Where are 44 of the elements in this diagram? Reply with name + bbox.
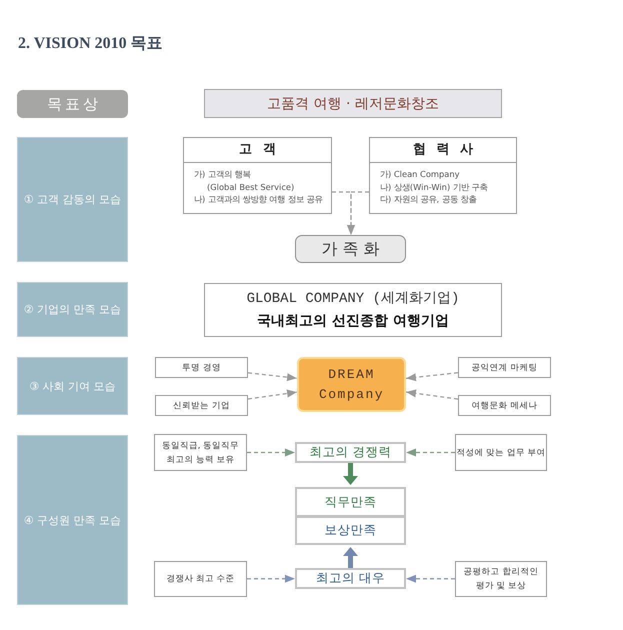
list-box [183,137,332,214]
text-box: 동일직급, 동일직무 최고의 능력 보유 [154,434,247,471]
box-text: 국내최고의 선진종합 여행기업 [257,312,449,331]
box-heading: 고 객 [184,138,331,163]
list-item: 가) Clean Company [380,168,461,180]
list-item: 가) 고객의 행복 (Global Best Service) [194,168,296,193]
block-arrow [343,547,358,568]
row-label-panel: ③ 사회 기여 모습 [17,357,128,415]
list-item: 다) 자원의 공유, 공동 창출 [380,193,478,206]
result-box: 최고의 경쟁력 [295,442,406,463]
arrow [406,574,455,583]
statement-box [204,283,502,337]
arrow [406,448,455,456]
arrow [406,389,458,400]
text-box: 적성에 맞는 업무 부여 [455,434,547,471]
header-tab: 목표상 [17,90,128,118]
rounded-box: 가족화 [295,235,406,263]
text-box: 여행문화 메세나 [458,395,551,416]
arrow [248,372,298,382]
text-box: 경쟁사 최고 수준 [154,561,247,597]
arrow [347,191,369,235]
block-arrow [343,463,358,485]
arrow [248,390,298,400]
row-label-panel: ① 고객 감동의 모습 [17,137,128,262]
arrow [247,574,295,583]
result-box: 직무만족 [295,487,406,517]
box-heading: 협 력 사 [370,138,516,163]
text-box: 공평하고 합리적인 평가 및 보상 [455,561,547,597]
list-item: 나) 고객과의 쌍방향 여행 정보 공유 [194,193,324,206]
list-item: 나) 상생(Win-Win) 기반 구축 [380,180,488,193]
text-box: 투명 경영 [155,357,248,378]
title: 2. VISION 2010 목표 [18,34,163,54]
arrow [247,448,295,456]
text-box: 공익연계 마케팅 [458,357,551,378]
list-box [369,137,517,214]
text-box: 신뢰받는 기업 [155,395,248,416]
row-label-panel: ④ 구성원 만족 모습 [17,435,128,605]
result-box: 최고의 대우 [295,568,406,589]
arrow [406,372,458,382]
goal-box: 고품격 여행 · 레저문화창조 [204,89,502,118]
highlight-box: DREAM Company [297,357,406,412]
row-label-panel: ② 기업의 만족 모습 [17,282,128,337]
box-text: GLOBAL COMPANY (세계화기업) [246,290,460,309]
result-box: 보상만족 [295,516,406,545]
